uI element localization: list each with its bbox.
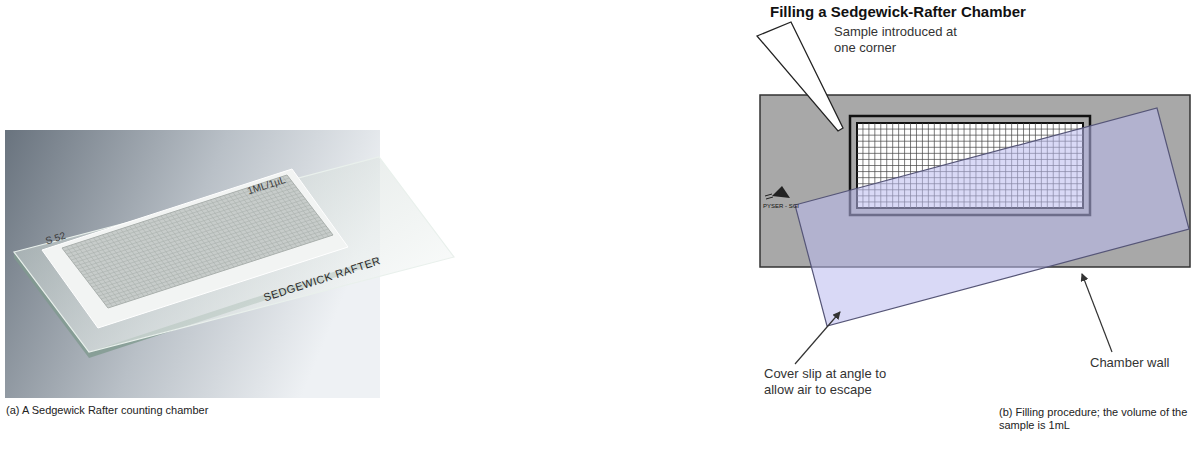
grid-line: [76, 193, 301, 266]
maker-logo-text: PYSER - SGI: [763, 203, 799, 210]
filling-schematic: [757, 22, 1190, 364]
figure-title: Filling a Sedgewick-Rafter Chamber: [770, 3, 1026, 21]
callout-label: Cover slip at angle to allow air to esca…: [764, 366, 914, 397]
grid-line: [71, 187, 296, 260]
grid-line: [97, 220, 322, 293]
callout-label: Sample introduced at one corner: [834, 24, 959, 55]
grid-line: [87, 208, 312, 281]
grid-line: [90, 211, 315, 284]
grid-line: [857, 129, 1083, 130]
panel-caption: (a) A Sedgewick Rafter counting chamber: [6, 404, 208, 417]
grid-line: [85, 205, 310, 278]
grid-line: [92, 214, 317, 287]
grid-line: [857, 135, 1083, 136]
grid-line: [94, 217, 319, 290]
panel-caption: (b) Filling procedure; the volume of the…: [999, 406, 1195, 432]
callout-label: Chamber wall: [1090, 355, 1169, 371]
chamber-photo: [5, 130, 454, 398]
grid-line: [83, 202, 308, 275]
grid-line: [80, 199, 305, 272]
grid-line: [78, 196, 303, 269]
grid-line: [74, 190, 299, 263]
grid-line: [69, 184, 294, 257]
